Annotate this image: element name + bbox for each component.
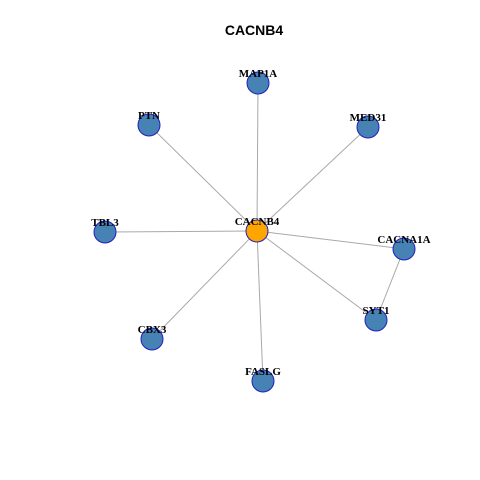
edge-cacnb4-syt1 — [256, 230, 377, 321]
edge-cacnb4-map1a — [256, 82, 259, 232]
node-ptn[interactable] — [137, 113, 161, 137]
edge-cacnb4-cbx3 — [151, 230, 258, 340]
node-label-tbl3: TBL3 — [91, 217, 119, 229]
graph-title: CACNB4 — [225, 22, 284, 38]
node-cacnb4[interactable] — [245, 219, 269, 243]
node-label-map1a: MAP1A — [239, 68, 278, 80]
node-label-ptn: PTN — [138, 110, 160, 122]
node-label-syt1: SYT1 — [363, 305, 390, 317]
node-layer — [93, 71, 416, 393]
node-cbx3[interactable] — [140, 327, 164, 351]
node-tbl3[interactable] — [93, 220, 117, 244]
node-label-faslg: FASLG — [245, 366, 281, 378]
node-syt1[interactable] — [364, 308, 388, 332]
edge-layer — [104, 82, 405, 382]
edge-cacnb4-cacna1a — [256, 230, 405, 250]
edge-cacnb4-med31 — [256, 126, 369, 232]
edge-cacnb4-ptn — [148, 124, 258, 232]
edge-cacnb4-faslg — [256, 230, 264, 382]
edge-cacna1a-syt1 — [375, 248, 405, 321]
node-label-cbx3: CBX3 — [138, 324, 167, 336]
node-med31[interactable] — [356, 115, 380, 139]
node-label-cacnb4: CACNB4 — [235, 216, 280, 228]
node-map1a[interactable] — [246, 71, 270, 95]
node-label-med31: MED31 — [350, 112, 387, 124]
edge-cacnb4-tbl3 — [104, 230, 258, 233]
node-label-cacna1a: CACNA1A — [377, 234, 430, 246]
node-faslg[interactable] — [251, 369, 275, 393]
node-cacna1a[interactable] — [392, 237, 416, 261]
